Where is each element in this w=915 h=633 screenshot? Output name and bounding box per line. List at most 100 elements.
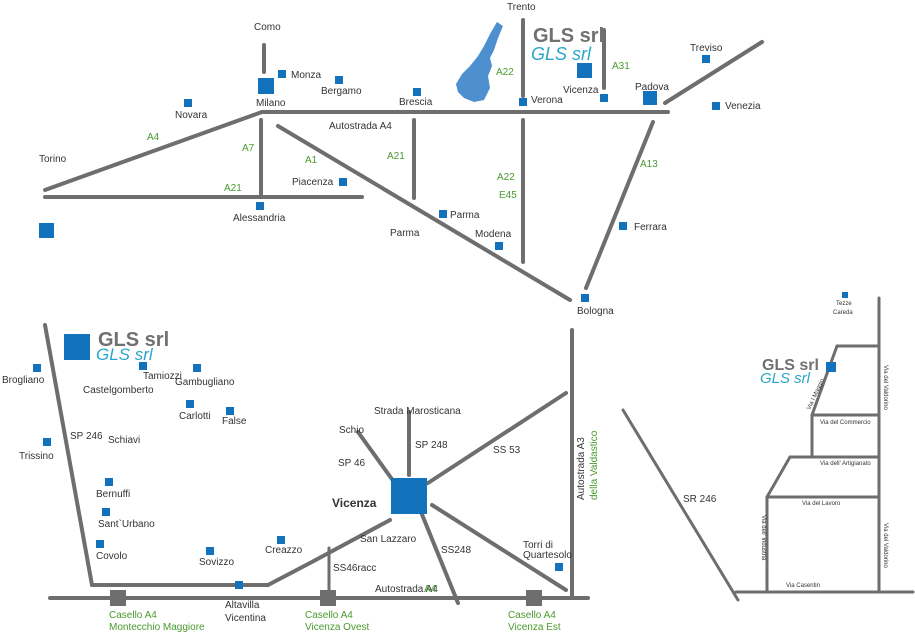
road-label-a7: A7 (242, 143, 255, 154)
toll-booth-marker (110, 590, 126, 606)
place-label-tamiozzi: Tamiozzi (143, 371, 182, 382)
city-label-alessandria: Alessandria (233, 213, 286, 224)
place-label-careda: Careda (833, 310, 853, 316)
city-label-modena: Modena (475, 229, 512, 240)
street-label-artigianato: Via dell' Artigianato (820, 461, 871, 467)
place-label-altavilla: Altavilla (225, 600, 260, 611)
city-marker (139, 362, 147, 370)
toll-booth-marker (526, 590, 542, 606)
city-label-parma-marker: Parma (450, 210, 480, 221)
toll-label-ovest: Casello A4 (305, 610, 353, 621)
city-label-milano: Milano (256, 98, 286, 109)
city-marker (619, 222, 627, 230)
city-marker (495, 242, 503, 250)
city-marker (235, 581, 243, 589)
city-label-trento: Trento (507, 2, 536, 13)
street-label-commercio: Via del Commercio (820, 420, 871, 426)
street-maggio (810, 344, 839, 417)
road-label-sp246: SP 246 (70, 431, 103, 442)
street-label-valdorino2: Via del Valdorino (882, 523, 888, 568)
city-label-brescia: Brescia (399, 97, 433, 108)
city-marker (33, 364, 41, 372)
street-label-valdorino: Via del Valdorino (882, 365, 888, 410)
road-label-a31: A31 (612, 61, 630, 72)
place-label-vicenza: Vicenza (332, 496, 377, 510)
place-label-false: False (222, 416, 247, 427)
place-label-strada-marosticana: Strada Marosticana (374, 406, 461, 417)
road-label-ss46racc: SS46racc (333, 563, 376, 574)
road-label-sp46: SP 46 (338, 458, 365, 469)
brand-logo: GLS srl (762, 357, 819, 374)
city-marker (439, 210, 447, 218)
city-marker (702, 55, 710, 63)
toll-label-ovest-name: Vicenza Ovest (305, 622, 370, 633)
city-label-vicenza: Vicenza (563, 85, 599, 96)
city-marker (186, 400, 194, 408)
road-sp246 (43, 323, 94, 587)
city-marker (64, 334, 90, 360)
brand-logo-script: GLS srl (760, 370, 811, 387)
city-label-piacenza: Piacenza (292, 177, 334, 188)
road-label-a1: A1 (305, 155, 318, 166)
city-marker (184, 99, 192, 107)
city-label-monza: Monza (291, 70, 321, 81)
place-label-trissino: Trissino (19, 451, 54, 462)
city-marker (712, 102, 720, 110)
city-marker (277, 536, 285, 544)
city-marker (102, 508, 110, 516)
city-marker (842, 292, 848, 298)
brand-logo-script: GLS srl (96, 345, 154, 364)
road-ss53 (426, 391, 568, 485)
street-diag (765, 455, 792, 499)
road-label-a4: A4 (424, 584, 437, 595)
city-label-padova: Padova (635, 82, 669, 93)
city-marker (826, 362, 836, 372)
city-marker (600, 94, 608, 102)
place-label-bernuffi: Bernuffi (96, 489, 130, 500)
place-label-quartesolo: Quartesolo (523, 550, 572, 561)
road-label-valdastico: della Valdastico (589, 430, 600, 500)
city-label-como: Como (254, 22, 281, 33)
place-label-sant-urbano: Sant`Urbano (98, 518, 155, 530)
place-label-creazzo: Creazzo (265, 545, 303, 556)
road-label-sp248: SP 248 (415, 440, 448, 451)
north-italy-map: GLS srl GLS srl Como Trento Monza Bergam… (39, 2, 764, 317)
road-label-a21-mid: A21 (387, 151, 405, 162)
place-label-tezze: Tezze (836, 301, 852, 307)
city-marker (413, 88, 421, 96)
city-marker (577, 63, 592, 78)
city-label-verona: Verona (531, 95, 563, 106)
city-label-torino: Torino (39, 154, 67, 165)
city-marker (258, 78, 274, 94)
toll-label-montecchio: Casello A4 (109, 610, 157, 621)
vicenza-area-map: GLS srl GLS srl Brogliano Tamiozzi Caste… (2, 323, 600, 633)
city-marker (339, 178, 347, 186)
city-label-novara: Novara (175, 110, 208, 121)
place-label-carlotti: Carlotti (179, 411, 211, 422)
road-label-a22-mid: A22 (497, 172, 515, 183)
city-marker (105, 478, 113, 486)
place-label-covolo: Covolo (96, 551, 128, 562)
brand-logo: GLS srl (98, 329, 169, 351)
toll-label-est: Casello A4 (508, 610, 556, 621)
city-marker (278, 70, 286, 78)
road-label-ss53: SS 53 (493, 445, 521, 456)
city-label-venezia: Venezia (725, 101, 761, 112)
road-label-ss248: SS248 (441, 545, 471, 556)
city-marker (555, 563, 563, 571)
city-marker (335, 76, 343, 84)
road-label-autostrada: Autostrada A4 (375, 584, 438, 595)
city-marker (193, 364, 201, 372)
road-ss248 (419, 510, 460, 605)
city-marker (256, 202, 264, 210)
city-marker (519, 98, 527, 106)
brand-logo-script: GLS srl (531, 44, 592, 64)
road-label-a4-west: A4 (147, 132, 160, 143)
road-sp46 (356, 430, 396, 484)
city-marker (581, 294, 589, 302)
road-treviso (663, 40, 764, 105)
lake-garda-shape (456, 22, 503, 102)
road-san-lazzaro (266, 518, 392, 587)
place-label-schio: Schio (339, 425, 364, 436)
